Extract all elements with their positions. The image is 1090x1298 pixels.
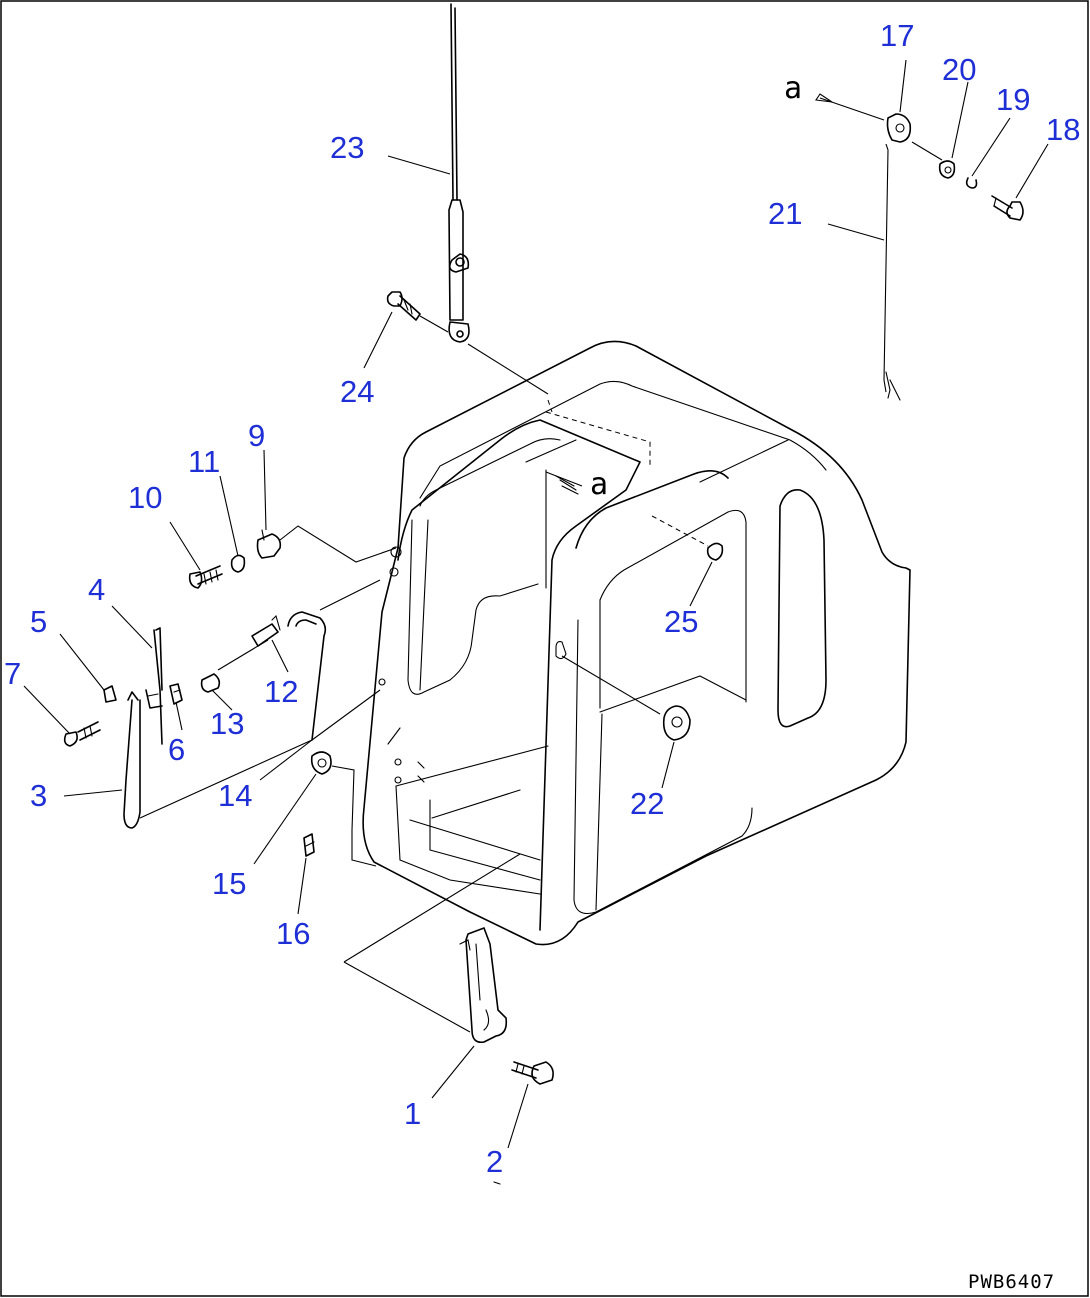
operator-cab xyxy=(362,340,911,946)
callout-4: 4 xyxy=(88,572,105,607)
callout-16: 16 xyxy=(276,916,310,951)
cable-assembly xyxy=(815,93,1024,401)
leader-lines xyxy=(23,59,1049,1149)
callout-7: 7 xyxy=(4,656,21,691)
view-ref-a-cab: a xyxy=(590,467,608,502)
callout-25: 25 xyxy=(664,604,698,639)
callout-3: 3 xyxy=(30,778,47,813)
callout-22: 22 xyxy=(630,786,664,821)
callout-20: 20 xyxy=(942,52,976,87)
view-reference-marks: a a xyxy=(493,71,802,1185)
callout-23: 23 xyxy=(330,130,364,165)
wiper-assembly xyxy=(63,525,397,867)
callout-5: 5 xyxy=(30,604,47,639)
callout-15: 15 xyxy=(212,866,246,901)
callout-10: 10 xyxy=(128,480,162,515)
callout-numbers: 1 2 3 4 5 6 7 9 10 11 12 13 14 15 16 17 … xyxy=(4,18,1080,1179)
cab-fittings xyxy=(561,542,724,741)
callout-1: 1 xyxy=(404,1096,421,1131)
callout-11: 11 xyxy=(188,444,220,479)
callout-6: 6 xyxy=(168,732,185,767)
callout-17: 17 xyxy=(880,18,914,53)
door-lock-bracket xyxy=(343,853,554,1085)
callout-18: 18 xyxy=(1046,112,1080,147)
callout-13: 13 xyxy=(210,706,244,741)
callout-9: 9 xyxy=(248,418,265,453)
callout-2: 2 xyxy=(486,1144,503,1179)
callout-19: 19 xyxy=(996,82,1030,117)
drawing-code: PWB6407 xyxy=(968,1271,1055,1293)
callout-12: 12 xyxy=(264,674,298,709)
view-ref-a-top: a xyxy=(784,71,802,106)
callout-24: 24 xyxy=(340,374,374,409)
callout-21: 21 xyxy=(768,196,802,231)
antenna-assembly xyxy=(386,3,549,395)
callout-14: 14 xyxy=(218,778,252,813)
